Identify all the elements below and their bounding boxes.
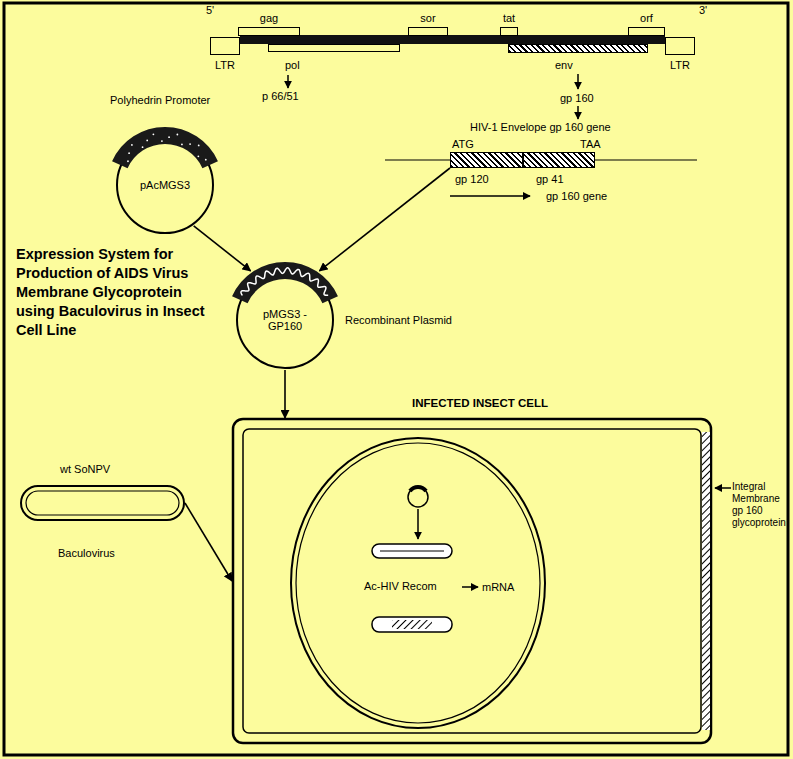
- node-label: pAcMGS3: [125, 179, 205, 191]
- node-label: pMGS3 -GP160: [254, 308, 316, 332]
- gene-label: gp 160 gene: [546, 190, 607, 202]
- gene-box: gag: [238, 27, 300, 36]
- genome-bar: [240, 35, 665, 44]
- node-label: INFECTED INSECT CELL: [412, 397, 548, 409]
- gene-box: sor: [408, 27, 448, 36]
- node-label: sor: [420, 12, 435, 24]
- viral-dna: [372, 544, 452, 558]
- plasmid-circle: pMGS3 -GP160: [237, 272, 333, 368]
- node-label: gag: [260, 12, 278, 24]
- node-label: gp 41: [536, 173, 564, 185]
- gene-segment-box: gp 120: [450, 152, 523, 168]
- diagram-title: Expression System for Production of AIDS…: [16, 245, 221, 340]
- recombinant-insert: [392, 620, 432, 629]
- baculovirus-capsule-outline: [20, 485, 185, 521]
- strand-end: 3': [699, 4, 707, 16]
- codon-label: TAA: [580, 138, 601, 150]
- gene-box: env: [508, 44, 648, 53]
- promoter-label: Polyhedrin Promoter: [110, 94, 210, 106]
- node-label: LTR: [215, 59, 235, 71]
- down-arrow: [287, 75, 289, 88]
- small-plasmid: [408, 487, 428, 507]
- plasmid-insert: [410, 487, 426, 491]
- connector-arrow: [185, 503, 232, 581]
- down-arrow: [577, 74, 579, 89]
- protein-label: gp 160: [560, 92, 594, 104]
- baculovirus-capsule: wt SoNPVBaculovirus: [20, 485, 185, 521]
- node-label: gp 120: [455, 173, 489, 185]
- node-label: tat: [503, 12, 515, 24]
- ltr-box: LTR: [210, 37, 240, 55]
- protein-label: p 66/51: [262, 90, 299, 102]
- mrna-label: mRNA: [482, 581, 514, 593]
- gene-segment-box: gp 41: [523, 152, 595, 168]
- connector-arrow: [194, 226, 251, 271]
- mrna-arrow: [462, 586, 478, 588]
- node-label: Ac-HIV Recom: [364, 580, 437, 592]
- node-label: env: [555, 59, 573, 71]
- plasmid-label: Recombinant Plasmid: [345, 314, 452, 326]
- membrane-label: Integral Membrane gp 160 glycoprotein: [732, 481, 788, 529]
- node-label: Baculovirus: [58, 547, 115, 559]
- recombinant-dna: [372, 617, 452, 632]
- membrane-arrow: [715, 487, 731, 489]
- gene-box: pol: [268, 44, 400, 52]
- node-label: wt SoNPV: [60, 463, 110, 475]
- plasmid-circle: pAcMGS3: [117, 137, 213, 233]
- codon-label: ATG: [452, 138, 474, 150]
- ltr-box: LTR: [665, 37, 695, 55]
- connector-arrow: [284, 370, 286, 418]
- node-label: pol: [285, 59, 300, 71]
- strand-end: 5': [206, 4, 214, 16]
- insect-cell: INFECTED INSECT CELLAc-HIV Recom: [232, 418, 712, 744]
- gene-label: HIV-1 Envelope gp 160 gene: [470, 121, 611, 133]
- node-label: orf: [640, 12, 653, 24]
- gene-box: orf: [628, 27, 665, 36]
- gene-box: tat: [500, 27, 518, 36]
- insect-cell-outline: [232, 418, 712, 744]
- node-label: LTR: [670, 59, 690, 71]
- viral-dna-strand: [380, 551, 444, 552]
- direction-arrow: [450, 195, 530, 197]
- down-arrow: [577, 106, 579, 119]
- down-arrow: [417, 509, 419, 539]
- connector-arrow: [319, 168, 450, 271]
- frame: [4, 3, 788, 755]
